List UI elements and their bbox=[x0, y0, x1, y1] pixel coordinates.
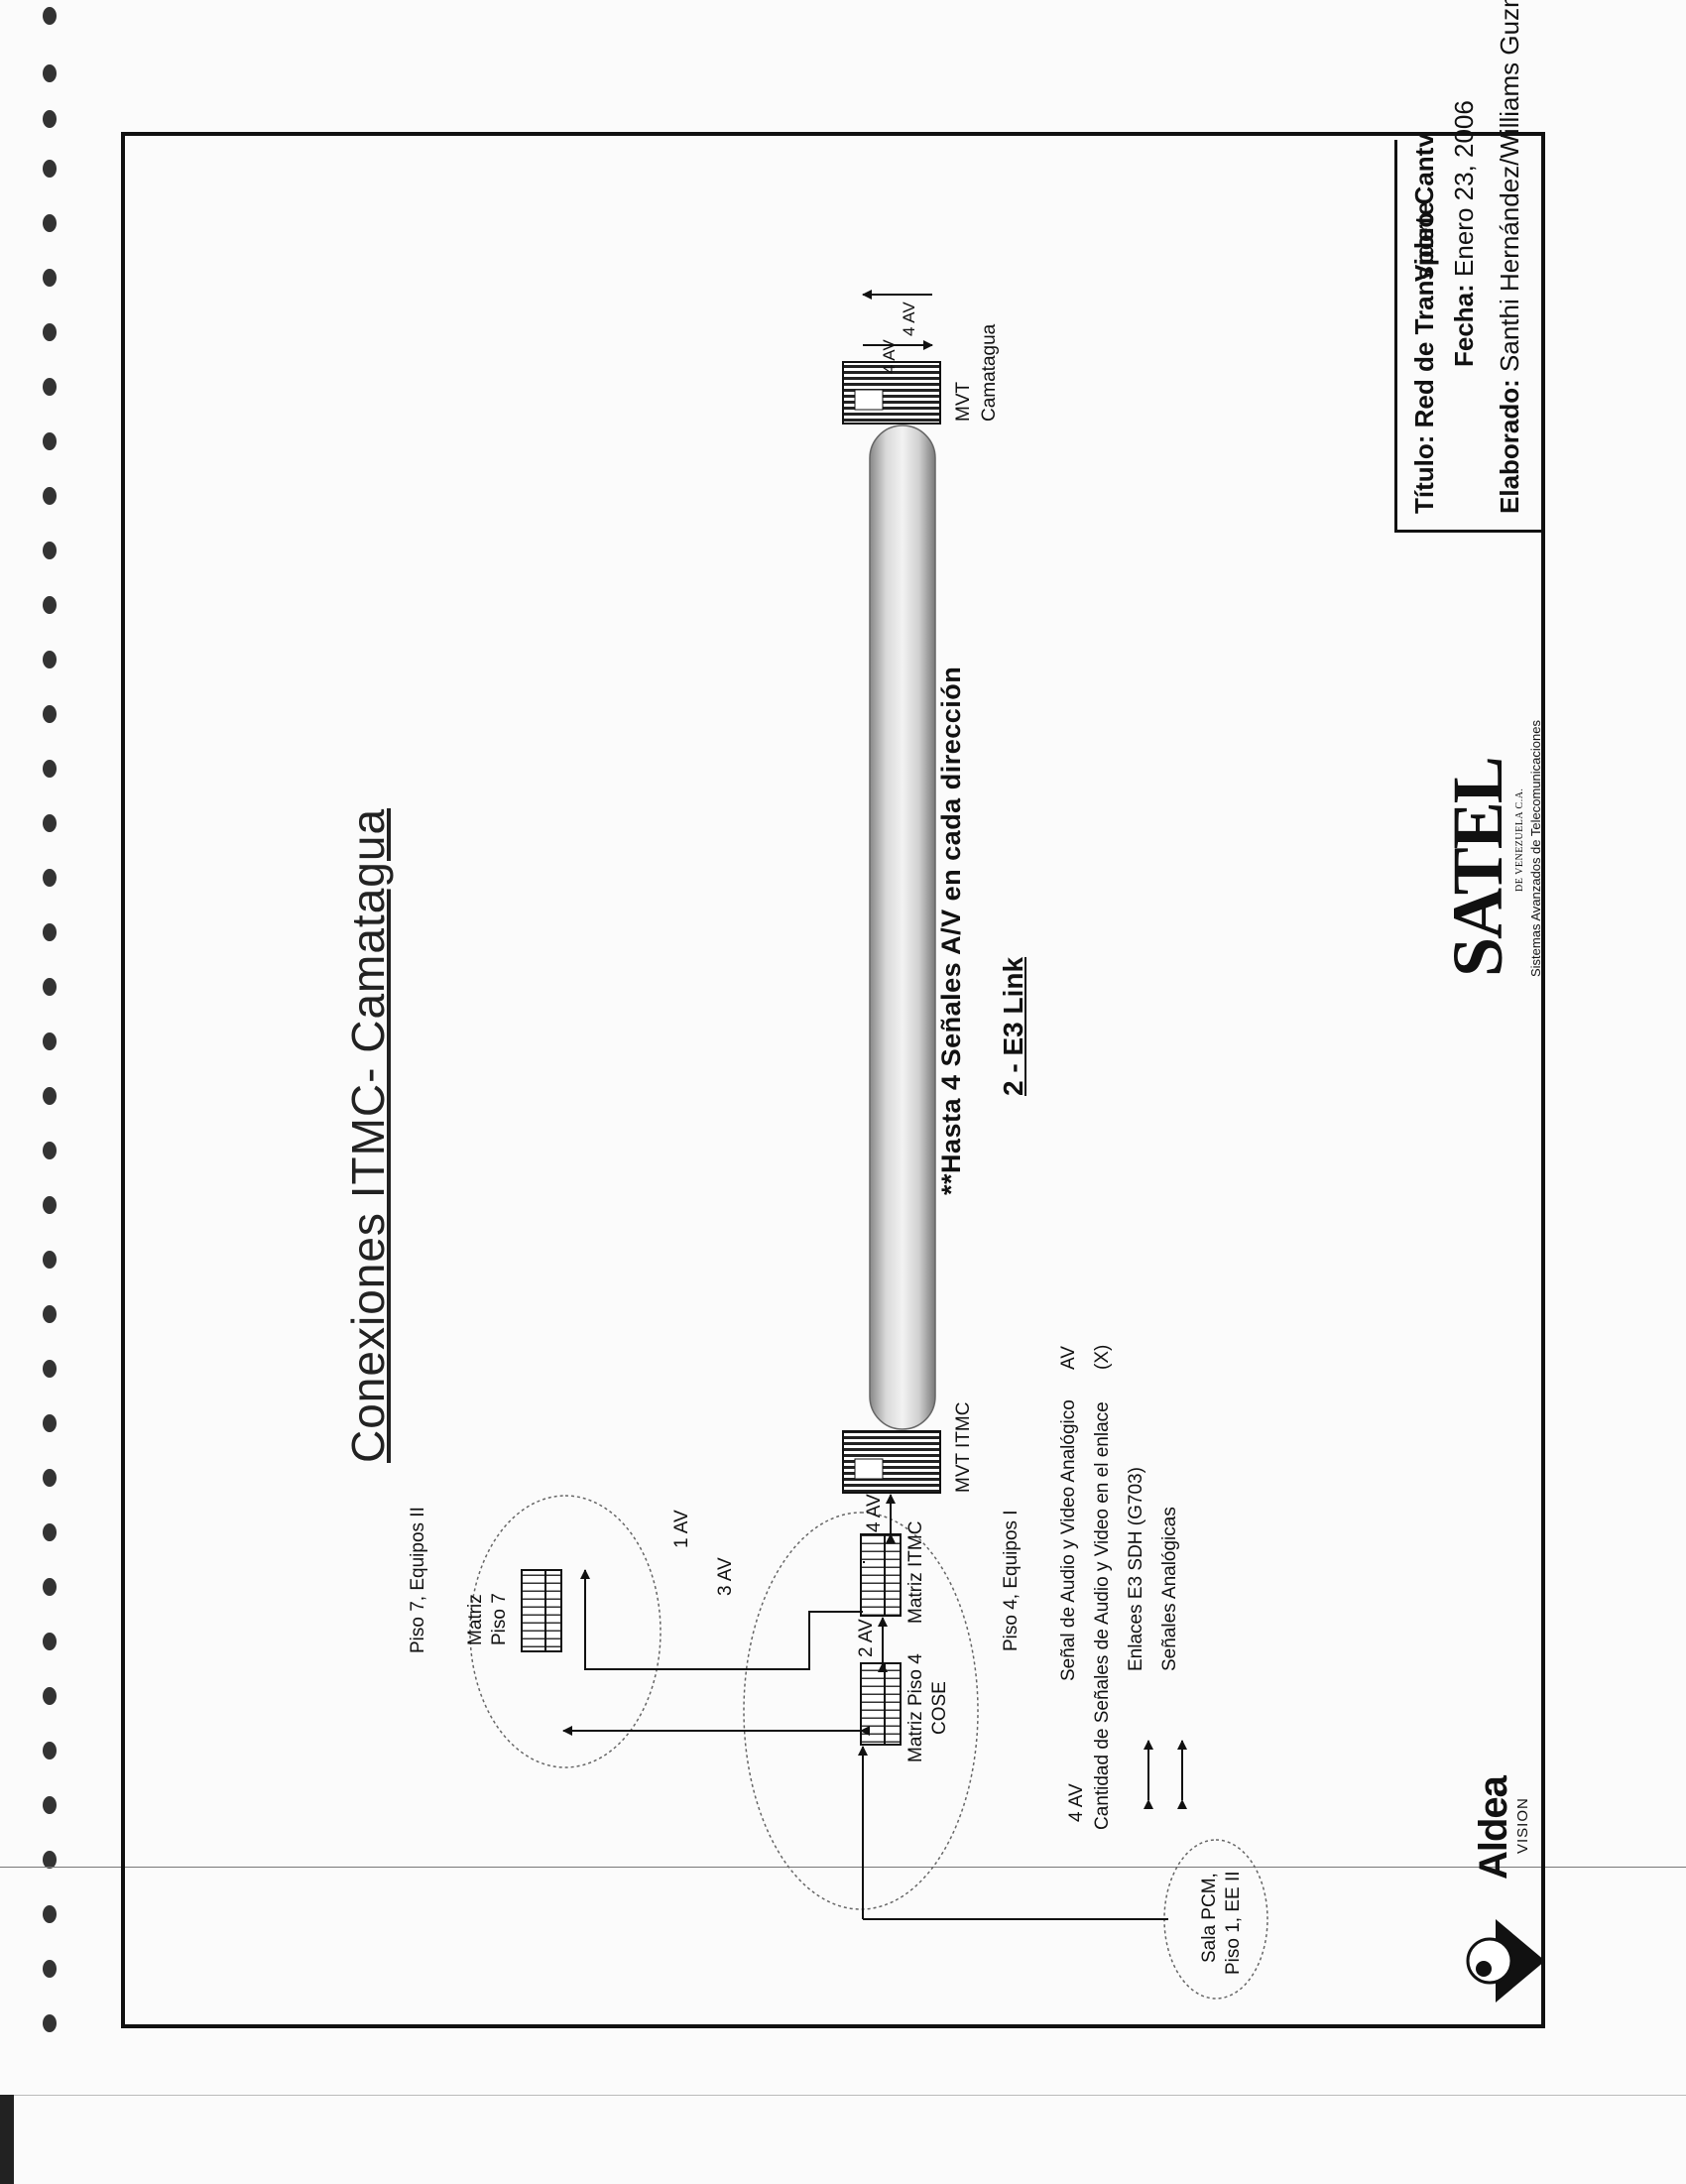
title-block: Título: Red de Transporte Video Cantv Fe… bbox=[1394, 0, 1545, 533]
title-block-client: Video Cantv bbox=[1409, 133, 1439, 282]
satel-logo-country: DE VENEZUELA C.A. bbox=[1514, 788, 1525, 892]
group-piso7-label: Piso 7, Equipos II bbox=[408, 1507, 428, 1653]
matrix-piso7-label-1: Matriz bbox=[465, 1594, 486, 1645]
edge-label-sala-piso4: 4 AV bbox=[1066, 1783, 1087, 1822]
edge-label-piso4-piso7: 3 AV bbox=[715, 1557, 736, 1596]
page-edge-shadow bbox=[0, 2095, 14, 2184]
mvt-camatagua-label-2: Camatagua bbox=[979, 323, 1000, 422]
legend-row2-label: Cantidad de Señales de Audio y Video en … bbox=[1092, 1401, 1113, 1830]
legend-row4-label: Señales Analógicas bbox=[1159, 1507, 1180, 1671]
diagram-canvas bbox=[469, 290, 1545, 2002]
sala-pcm-label-1: Sala PCM, bbox=[1199, 1873, 1220, 1963]
edge-label-camatagua-out: 4 AV bbox=[880, 339, 899, 374]
edge-label-piso4-itmc: 2 AV bbox=[856, 1619, 877, 1657]
satel-logo-tagline: Sistemas Avanzados de Telecomunicaciones bbox=[1528, 720, 1543, 977]
sala-pcm-label-2: Piso 1, EE II bbox=[1223, 1871, 1244, 1975]
legend-row1-label: Señal de Audio y Video Analógico bbox=[1058, 1399, 1079, 1681]
rotated-sheet: Conexiones ITMC- Camatagua **Hasta 4 Señ… bbox=[129, 0, 1545, 2028]
group-ellipse-piso7 bbox=[469, 1495, 662, 1768]
edge-itmc-to-piso7 bbox=[580, 1569, 863, 1670]
legend-row2-symbol: (X) bbox=[1092, 1344, 1113, 1370]
matrix-piso7-icon bbox=[521, 1569, 562, 1652]
satel-logo-name: SATEL bbox=[1438, 758, 1517, 977]
matrix-itmc-icon bbox=[860, 1533, 902, 1617]
group-ellipse-piso4 bbox=[743, 1512, 979, 1910]
matrix-piso4-label-1: Matriz Piso 4 bbox=[905, 1653, 926, 1762]
edge-label-itmc-piso7: 1 AV bbox=[671, 1510, 692, 1548]
matrix-piso7-label-2: Piso 7 bbox=[489, 1593, 510, 1645]
page-fold-line bbox=[0, 2095, 1686, 2096]
title-block-fecha: Fecha: Enero 23, 2006 bbox=[1449, 100, 1479, 367]
legend-row3-label: Enlaces E3 SDH (G703) bbox=[1126, 1467, 1146, 1671]
scan-edge-marks bbox=[43, 7, 57, 2032]
headline-note: **Hasta 4 Señales A/V en cada dirección bbox=[936, 666, 966, 1195]
mvt-camatagua-label-1: MVT bbox=[953, 381, 974, 422]
matrix-piso4-label-2: COSE bbox=[929, 1681, 950, 1735]
aldea-logo-name: Aldea bbox=[1472, 1776, 1515, 1880]
edge-label-itmc-mvt: 4 AV bbox=[864, 1494, 885, 1532]
matrix-piso4-icon bbox=[860, 1662, 902, 1746]
matrix-itmc-label: Matriz ITMC bbox=[905, 1520, 926, 1624]
scan-crease-line bbox=[0, 1867, 1686, 1868]
drawing-frame: Conexiones ITMC- Camatagua **Hasta 4 Señ… bbox=[121, 0, 1545, 2028]
mvt-itmc-label: MVT ITMC bbox=[953, 1401, 974, 1493]
legend-row1-symbol: AV bbox=[1058, 1346, 1079, 1370]
pipe-e3-link bbox=[869, 425, 936, 1430]
title-block-elaborado: Elaborado: Santhi Hernández/Williams Guz… bbox=[1495, 0, 1524, 514]
e3-link-label: 2 - E3 Link bbox=[998, 956, 1028, 1096]
aldea-logo-icon bbox=[1466, 1919, 1545, 2002]
diagram-title: Conexiones ITMC- Camatagua bbox=[342, 807, 394, 1463]
edge-label-camatagua-in: 4 AV bbox=[900, 302, 918, 336]
aldea-logo-sub: VISION bbox=[1514, 1797, 1531, 1854]
group-piso4-label: Piso 4, Equipos I bbox=[1001, 1510, 1022, 1651]
